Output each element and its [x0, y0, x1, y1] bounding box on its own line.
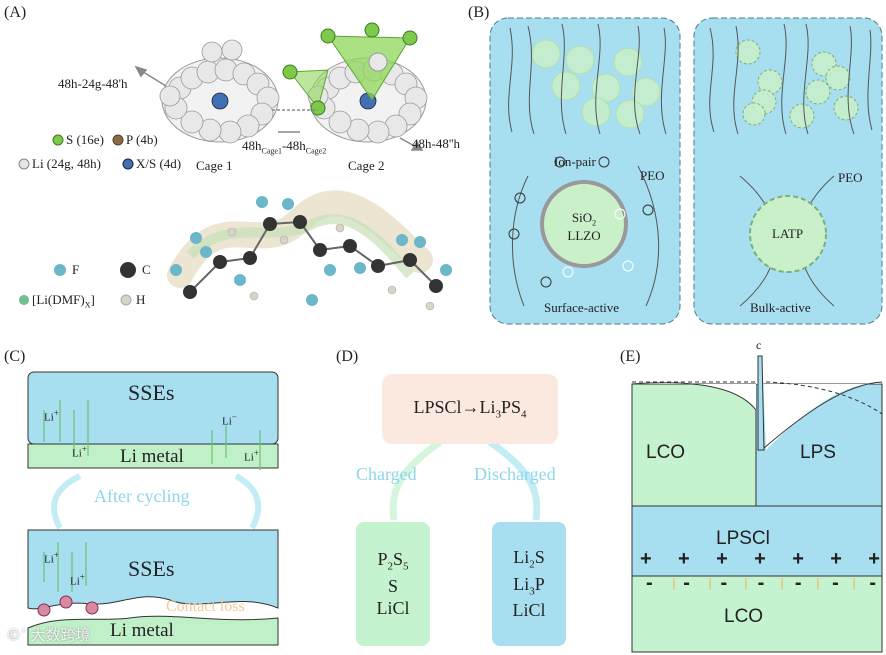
after-cycling-label: After cycling	[94, 486, 190, 506]
lco-bottom-label: LCO	[724, 606, 764, 627]
panel-c-diagram	[27, 371, 279, 646]
surface-active-label: Surface-active	[544, 300, 620, 315]
cage-1-cluster	[159, 39, 280, 144]
discharged-label: Discharged	[474, 464, 556, 484]
legend-s: S (16e)	[66, 132, 104, 147]
li-ion-1: Li+	[44, 408, 59, 424]
panel-b-diagram	[489, 17, 883, 325]
label-48h-48h: 48h-48''h	[412, 136, 461, 151]
panel-e-label: (E)	[620, 348, 641, 365]
s-tetrahedra	[282, 22, 418, 116]
legend-h: H	[136, 292, 146, 307]
panel-d-label: (D)	[336, 348, 359, 365]
discharged-products-box: Li2S Li3P LiCl	[492, 522, 566, 646]
sses-top: SSEs	[128, 380, 175, 405]
dmf-molecule	[167, 190, 452, 311]
lpscl-label: LPSCl	[716, 528, 770, 549]
label-48h-cage: 48hCage1-48hCage2	[242, 138, 327, 156]
watermark: ©’ 大数跨境	[6, 626, 91, 644]
panel-d-arrows	[389, 439, 541, 521]
label-cage-2: Cage 2	[348, 158, 385, 173]
negative-charges: -------	[646, 572, 876, 594]
panel-b-label: (B)	[468, 4, 490, 21]
sio2-llzo-label: SiO2 LLZO	[567, 210, 601, 243]
li-ion-6: Li+	[70, 572, 85, 588]
label-48h-24g: 48h-24g-48'h	[58, 76, 128, 91]
lps-label: LPS	[800, 442, 836, 463]
li-ion-3: Li−	[222, 412, 237, 428]
hop-arrows	[134, 65, 424, 151]
panel-e-diagram	[631, 350, 883, 653]
li-ion-5: Li+	[44, 550, 59, 566]
contact-loss-voids	[37, 595, 99, 617]
lpscl-reaction-box: LPSCl→Li3PS4	[382, 374, 558, 444]
peo-left-label: PEO	[640, 168, 665, 183]
legend-li: Li (24g, 48h)	[32, 156, 101, 171]
panel-c-label: (C)	[4, 348, 26, 365]
li-ion-2: Li+	[72, 444, 87, 460]
legend-p: P (4b)	[126, 132, 158, 147]
li-ion-4: Li+	[244, 448, 259, 464]
legend-lidmf: [Li(DMF)X]	[32, 292, 95, 310]
positive-charges: +++++++	[640, 548, 880, 570]
latp-label: LATP	[772, 226, 804, 241]
legend-c: C	[142, 262, 151, 277]
tip-label: c	[756, 338, 762, 352]
panel-a-structure	[18, 22, 452, 311]
li-metal-bottom: Li metal	[110, 620, 174, 641]
legend-f: F	[72, 262, 80, 277]
legend-a-dots	[18, 134, 136, 306]
label-cage-1: Cage 1	[196, 158, 233, 173]
panel-a-label: (A)	[4, 4, 27, 21]
ion-pair-label: Ion-pair	[554, 154, 596, 169]
bulk-active-label: Bulk-active	[750, 300, 811, 315]
contact-loss-label: Contact loss	[166, 598, 245, 615]
sses-bottom: SSEs	[128, 556, 175, 581]
legend-xs: X/S (4d)	[136, 156, 182, 171]
lco-top-label: LCO	[646, 442, 686, 463]
charged-label: Charged	[356, 464, 417, 484]
peo-right-label: PEO	[838, 170, 863, 185]
li-metal-top: Li metal	[120, 446, 184, 467]
charged-products-box: P2S5 S LiCl	[356, 522, 430, 646]
